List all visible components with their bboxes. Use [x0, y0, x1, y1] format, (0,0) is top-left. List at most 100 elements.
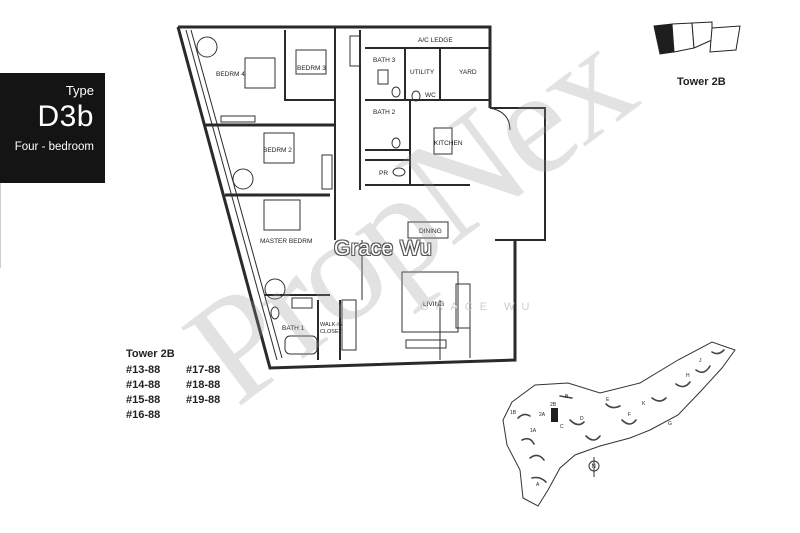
room-label-bath3: BATH 3	[373, 57, 396, 64]
room-label-bath1: BATH 1	[282, 325, 305, 332]
site-block-label: C	[560, 424, 564, 430]
site-block	[569, 419, 585, 426]
sofa	[455, 283, 471, 329]
site-block-label: D	[580, 416, 584, 422]
site-block	[711, 349, 725, 355]
room-label-yard: YARD	[459, 69, 477, 76]
unit-number: #14-88	[126, 379, 161, 391]
wall-bedrm3	[284, 30, 335, 101]
basin-bath1	[291, 297, 313, 309]
site-block	[695, 365, 711, 374]
room-label-kitchen: KITCHEN	[434, 140, 463, 147]
toilet-bath1	[270, 306, 280, 320]
key-plan-tower-label: Tower 2B	[677, 76, 726, 88]
panel-divider	[0, 183, 1, 268]
basin-bath3	[377, 69, 389, 85]
wall-bath2	[365, 100, 411, 185]
unit-number: #13-88	[126, 364, 161, 376]
room-label-bedrm4: BEDRM 4	[216, 71, 245, 78]
toilet-pr	[392, 167, 406, 177]
site-block	[559, 395, 573, 399]
dining-table	[407, 221, 449, 239]
site-block-label: H	[686, 373, 690, 379]
toilet-wc	[411, 90, 421, 102]
site-block-label: A	[536, 482, 540, 488]
bed-bedrm4	[244, 57, 276, 89]
toilet-bath3	[391, 86, 401, 98]
site-block-label: 2A	[539, 412, 546, 418]
room-label-bath2: BATH 2	[373, 109, 396, 116]
north-arrow: N	[588, 457, 600, 477]
wall-walk-in-closet	[317, 300, 341, 360]
room-label-ac-ledge: A/C LEDGE	[418, 37, 453, 44]
unit-number: #17-88	[186, 364, 221, 376]
bed-bedrm2	[263, 132, 295, 164]
agent-sub-watermark: GRACE WU	[420, 301, 537, 313]
site-block	[529, 454, 545, 461]
site-boundary	[502, 341, 736, 507]
planter-bedrm4	[196, 36, 218, 58]
room-label-living: LIVING	[423, 301, 444, 308]
unit-type-panel: Type D3b Four - bedroom	[0, 73, 105, 183]
room-label-utility: UTILITY	[410, 69, 435, 76]
room-label-bedrm2: BEDRM 2	[263, 147, 292, 154]
room-label-bedrm3: BEDRM 3	[297, 65, 326, 72]
kitchen-island	[433, 127, 453, 155]
living-zone	[401, 271, 459, 333]
outer-wall	[176, 25, 517, 370]
tower-key-plan	[653, 21, 741, 55]
site-block-label: 1A	[530, 428, 537, 434]
site-block-label: B	[565, 394, 569, 400]
bed-master	[263, 199, 301, 231]
unit-number: #15-88	[126, 394, 161, 406]
site-block	[521, 437, 535, 445]
units-list-title: Tower 2B	[126, 348, 175, 360]
room-label-master: MASTER BEDRM	[260, 238, 312, 245]
wall-pr	[365, 159, 410, 186]
room-label-pr: PR	[379, 170, 388, 177]
wardrobe-bedrm4	[220, 115, 256, 123]
entry-door-swing	[489, 107, 511, 131]
site-block	[651, 397, 667, 402]
unit-number: #18-88	[186, 379, 221, 391]
agent-name-watermark: Grace Wu	[334, 237, 433, 260]
site-block	[517, 413, 531, 419]
bathtub-bath1	[284, 335, 318, 355]
bed-bedrm3	[295, 49, 327, 75]
site-block	[621, 419, 637, 425]
site-block	[605, 403, 621, 409]
planter-bedrm2	[232, 168, 254, 190]
site-block	[531, 476, 547, 483]
tv-console	[405, 339, 447, 349]
room-label-walk-in: WALK-IN	[320, 322, 343, 328]
site-block-label: 1B	[510, 410, 517, 416]
type-label: Type	[65, 83, 94, 98]
type-code: D3b	[37, 100, 94, 133]
site-block-label: E	[606, 397, 610, 403]
unit-number: #19-88	[186, 394, 221, 406]
room-label-closet: CLOSET	[320, 329, 343, 335]
type-description: Four - bedroom	[14, 141, 94, 153]
planter-master	[264, 278, 286, 300]
room-label-dining: DINING	[419, 228, 442, 235]
wardrobe-master	[341, 299, 357, 351]
unit-number: #16-88	[126, 409, 161, 421]
wall-bath3-utility	[365, 48, 490, 101]
toilet-bath2	[391, 137, 401, 149]
room-label-wc: WC	[425, 92, 436, 99]
north-arrow-label: N	[592, 464, 596, 470]
site-block-label: J	[699, 358, 702, 364]
wardrobe-bedrm2	[321, 154, 333, 190]
site-block-label: K	[642, 401, 646, 407]
site-block-label: G	[668, 421, 672, 427]
site-highlight-block	[551, 408, 558, 422]
key-plan-unit-c	[709, 25, 741, 53]
site-block-label: 2B	[550, 402, 557, 408]
site-block-label: F	[628, 412, 631, 418]
site-block	[585, 435, 601, 441]
wardrobe-bedrm3	[349, 35, 361, 67]
site-block	[675, 381, 691, 388]
